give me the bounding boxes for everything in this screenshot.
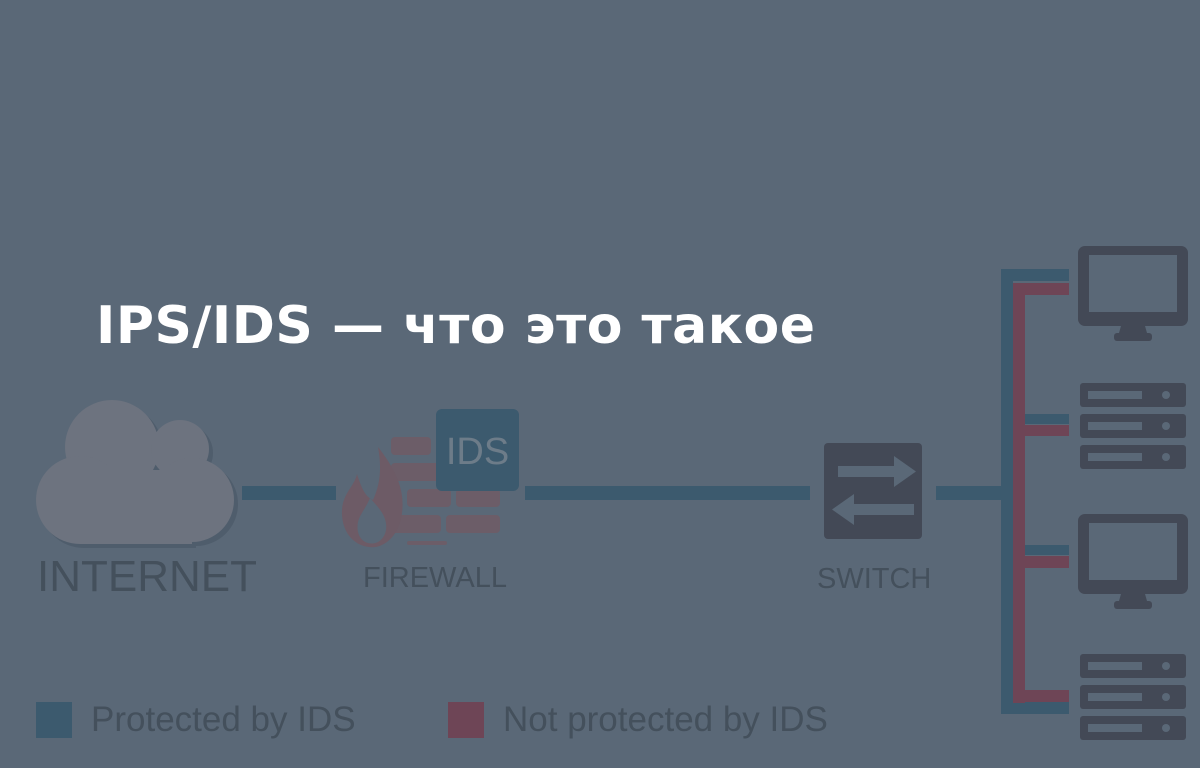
- monitor-icon: [1078, 246, 1188, 341]
- cloud-icon: [36, 400, 238, 548]
- link-firewall-switch: [525, 486, 810, 500]
- firewall-label: FIREWALL: [363, 562, 507, 594]
- ids-badge: [436, 409, 519, 491]
- flame-icon: [341, 447, 403, 548]
- server-icon: [1080, 383, 1186, 469]
- link-internet-firewall: [242, 486, 336, 500]
- monitor-icon: [1078, 514, 1188, 609]
- legend-label-protected: Protected by IDS: [91, 700, 356, 739]
- switch-icon: [824, 443, 922, 539]
- legend-unprotected: Not protected by IDS: [448, 700, 828, 740]
- link-switch-bus: [936, 486, 1008, 500]
- page-title: IPS/IDS — что это такое: [96, 296, 816, 356]
- legend-label-unprotected: Not protected by IDS: [503, 700, 828, 739]
- legend-protected: Protected by IDS: [36, 700, 356, 740]
- firewall-icon: [391, 437, 500, 545]
- unprotected-bus: [1013, 283, 1069, 703]
- internet-label: INTERNET: [37, 552, 257, 601]
- server-icon: [1080, 654, 1186, 740]
- legend-swatch-unprotected: [448, 702, 484, 738]
- legend-swatch-protected: [36, 702, 72, 738]
- ids-badge-label: IDS: [446, 431, 509, 473]
- switch-label: SWITCH: [817, 563, 932, 595]
- protected-bus: [1001, 269, 1069, 714]
